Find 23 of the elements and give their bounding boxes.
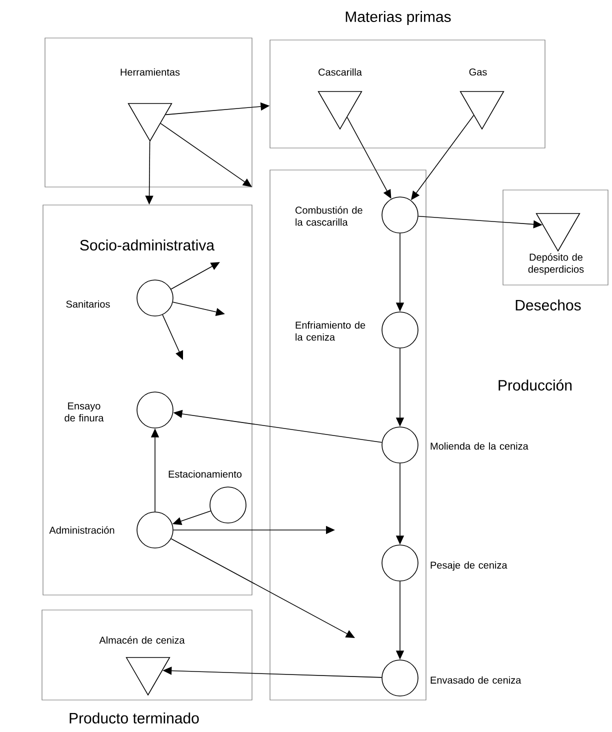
arrow [170, 538, 355, 638]
node-label: Ensayo de finura [64, 402, 104, 422]
zone-box [44, 38, 252, 188]
node-label: Sanitarios [66, 300, 110, 308]
node-label: Depósito de desperdicios [528, 253, 584, 275]
node-label: Pesaje de ceniza [430, 561, 508, 571]
zone-heading: Socio-administrativa [80, 240, 214, 250]
node-label: Cascarilla [318, 68, 362, 76]
arrow [160, 123, 252, 187]
arrow [170, 262, 220, 290]
node-label: Administración [49, 526, 114, 534]
zone-heading: Producción [498, 379, 572, 391]
node-label: Envasado de ceniza [430, 676, 522, 684]
zone-heading: Producto terminado [70, 712, 199, 724]
node-label: Combustión de la cascarilla [296, 206, 362, 226]
zone-heading: Desechos [516, 300, 581, 310]
node-label: Gas [469, 68, 487, 76]
node-label: Molienda de la ceniza [430, 442, 528, 450]
node-label: Almacén de ceniza [99, 636, 185, 644]
node-label: Herramientas [120, 68, 180, 76]
zone-heading: Materias primas [346, 11, 451, 25]
node-label: Estacionamiento [168, 470, 242, 478]
node-label: Enfriamiento de la ceniza [296, 321, 366, 341]
